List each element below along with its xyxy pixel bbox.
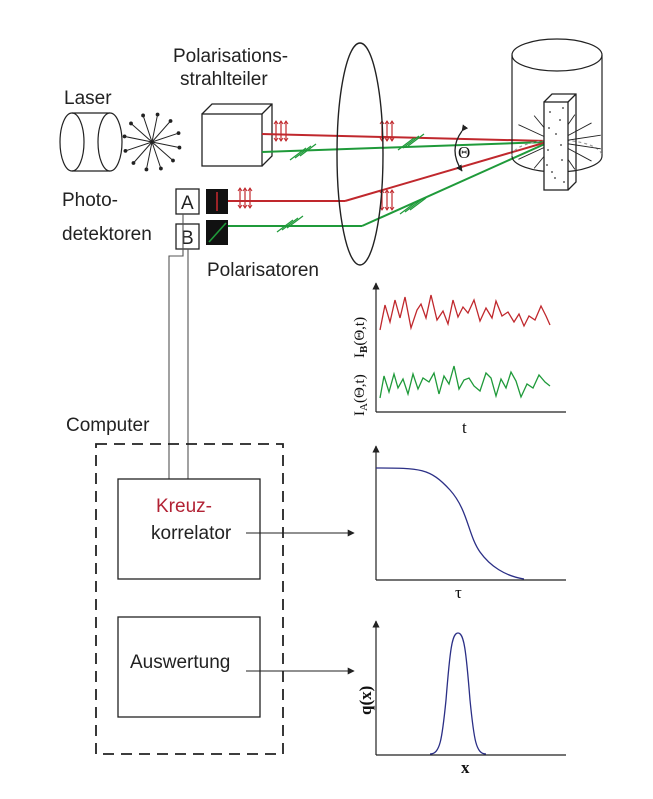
splitter-label-line1: Polarisations- bbox=[173, 46, 288, 67]
q-axis-label: q(x) bbox=[356, 686, 375, 715]
evaluation-label: Auswertung bbox=[130, 652, 230, 673]
intensity-plot: t IB(Θ,t) IA(Θ,t) bbox=[352, 282, 566, 437]
time-axis-label: t bbox=[462, 418, 467, 437]
ib-trace bbox=[379, 294, 551, 331]
distribution-curve bbox=[429, 632, 487, 755]
correlator-label-line2: korrelator bbox=[151, 523, 232, 544]
sample-particles bbox=[546, 107, 565, 183]
horizontal-polarization-marks bbox=[276, 215, 304, 233]
beam-splitter-cube bbox=[201, 103, 273, 167]
red-beam-return bbox=[228, 141, 548, 202]
vertical-polarization-marks bbox=[237, 187, 253, 209]
lens bbox=[336, 42, 384, 266]
laser-label: Laser bbox=[64, 88, 112, 109]
evaluation-box bbox=[117, 616, 261, 718]
horizontal-polarization-marks bbox=[397, 133, 425, 151]
green-beam-return bbox=[228, 142, 548, 227]
ib-axis-label: IB(Θ,t) bbox=[352, 317, 370, 358]
polarizers-label: Polarisatoren bbox=[207, 260, 319, 281]
cross-correlator-box bbox=[117, 478, 261, 580]
photodetector-label-line1: Photo- bbox=[62, 190, 118, 211]
horizontal-polarization-marks bbox=[399, 197, 427, 215]
theta-label: Θ bbox=[458, 143, 470, 162]
detector-a-label: A bbox=[181, 193, 194, 214]
scatter-star-icon bbox=[122, 112, 182, 172]
computer-label: Computer bbox=[66, 415, 150, 436]
cuvette bbox=[543, 93, 577, 191]
distribution-plot: q(x) x bbox=[356, 620, 566, 777]
detector-cables bbox=[168, 214, 189, 479]
detector-a bbox=[175, 188, 200, 215]
detector-b-label: B bbox=[181, 228, 194, 249]
correlation-curve bbox=[375, 467, 525, 580]
correlator-label-line1: Kreuz- bbox=[156, 496, 212, 517]
horizontal-polarization-marks bbox=[289, 143, 317, 161]
laser-cylinder-icon bbox=[59, 112, 123, 172]
ia-trace bbox=[379, 365, 551, 399]
tau-axis-label: τ bbox=[455, 583, 462, 602]
photodetector-label-line2: detektoren bbox=[62, 224, 152, 245]
angle-arc bbox=[454, 124, 469, 172]
vertical-polarization-marks bbox=[273, 120, 289, 142]
splitter-label-line2: strahlteiler bbox=[180, 69, 268, 90]
x-axis-label: x bbox=[461, 758, 470, 777]
ia-axis-label: IA(Θ,t) bbox=[352, 374, 370, 416]
correlation-plot: τ bbox=[372, 445, 566, 602]
computer-box bbox=[95, 443, 284, 755]
red-beam-out bbox=[261, 133, 548, 142]
